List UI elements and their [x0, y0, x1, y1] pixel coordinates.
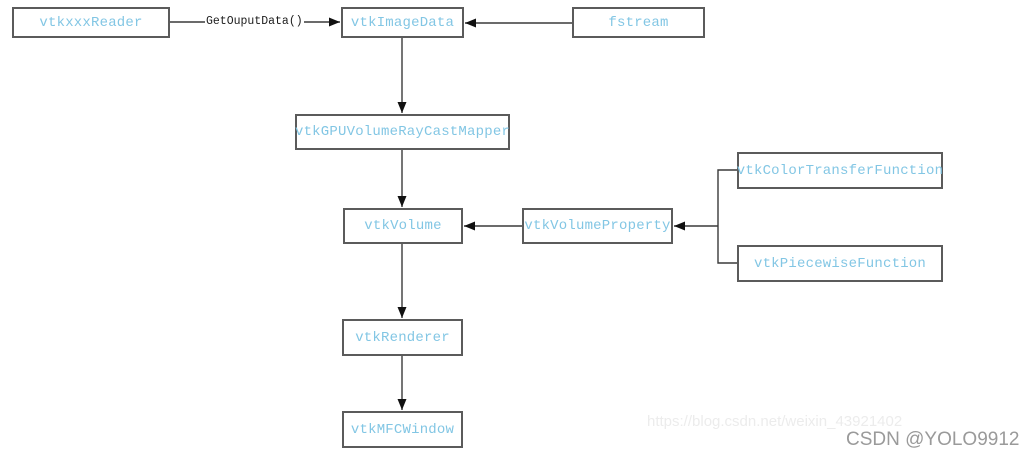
node-vtkcolortransferfunction-label: vtkColorTransferFunction [736, 162, 944, 179]
node-vtkvolumeproperty: vtkVolumeProperty [522, 208, 673, 244]
node-vtkgpuvolumeraycastmapper: vtkGPUVolumeRayCastMapper [295, 114, 510, 150]
watermark-url-text: https://blog.csdn.net/weixin_43921402 [647, 413, 903, 430]
node-vtkcolortransferfunction: vtkColorTransferFunction [737, 152, 943, 189]
watermark-csdn-label: CSDN @YOLO9912 [846, 429, 1020, 450]
node-vtkmfcwindow: vtkMFCWindow [342, 411, 463, 448]
node-vtkgpuvolumeraycastmapper-label: vtkGPUVolumeRayCastMapper [294, 124, 511, 140]
edge-label-getoutputdata: GetOuputData() [205, 15, 304, 29]
node-vtkxxxreader-label: vtkxxxReader [39, 14, 143, 31]
node-fstream-label: fstream [608, 14, 669, 31]
node-vtkpiecewisefunction-label: vtkPiecewiseFunction [753, 255, 927, 272]
node-vtkimagedata-label: vtkImageData [350, 14, 455, 31]
node-vtkvolume: vtkVolume [343, 208, 463, 244]
node-vtkvolume-label: vtkVolume [364, 218, 442, 234]
node-vtkpiecewisefunction: vtkPiecewiseFunction [737, 245, 943, 282]
node-vtkimagedata: vtkImageData [341, 7, 464, 38]
node-vtkrenderer: vtkRenderer [342, 319, 463, 356]
node-vtkvolumeproperty-label: vtkVolumeProperty [524, 218, 671, 234]
node-vtkrenderer-label: vtkRenderer [355, 329, 450, 346]
node-vtkxxxreader: vtkxxxReader [12, 7, 170, 38]
edge-bracket-functions [717, 169, 737, 264]
node-fstream: fstream [572, 7, 705, 38]
node-vtkmfcwindow-label: vtkMFCWindow [350, 421, 455, 438]
